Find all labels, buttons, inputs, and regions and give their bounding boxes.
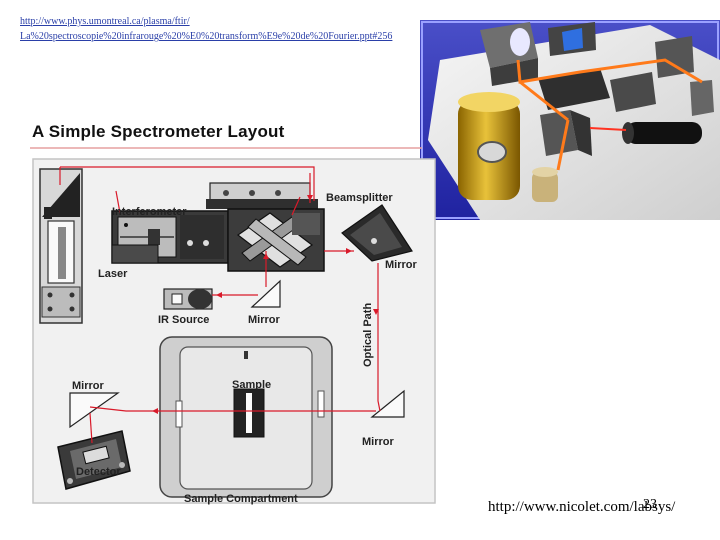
label-optical-path: Optical Path: [362, 303, 374, 367]
label-sample-compartment: Sample Compartment: [184, 493, 298, 505]
spectrometer-3d-render: [420, 20, 720, 220]
title-divider: [30, 147, 422, 149]
label-mirror-bottom: Mirror: [362, 436, 395, 448]
diagram-title: A Simple Spectrometer Layout: [32, 122, 285, 141]
ir-source: [163, 288, 213, 310]
beam-arrowheads: [152, 195, 379, 414]
middle-mirror: [250, 279, 281, 308]
source-url-line1: http://www.phys.umontreal.ca/plasma/ftir…: [20, 16, 190, 27]
label-interferometer: Interferometer: [112, 206, 187, 218]
detector: [57, 430, 131, 490]
laser-unit: [39, 168, 83, 324]
page-number: 23: [643, 497, 657, 512]
laser-aperture: [44, 207, 52, 219]
interferometer-assembly: [111, 210, 229, 264]
label-detector: Detector: [76, 466, 121, 478]
fixed-mirror-mount: [206, 182, 318, 209]
label-sample: Sample: [232, 379, 271, 391]
label-laser: Laser: [98, 268, 128, 280]
spectrometer-diagram: Interferometer Beamsplitter Laser Mirror…: [32, 158, 436, 505]
label-mirror-middle: Mirror: [248, 314, 281, 326]
sample-compartment: [159, 336, 333, 498]
footer-url[interactable]: http://www.nicolet.com/labsys/: [488, 499, 676, 515]
source-url-line2: La%20spectroscopie%20infrarouge%20%E0%20…: [20, 31, 393, 42]
source-url[interactable]: http://www.phys.umontreal.ca/plasma/ftir…: [20, 14, 392, 44]
label-beamsplitter: Beamsplitter: [326, 192, 393, 204]
label-ir-source: IR Source: [158, 314, 209, 326]
left-mirror: [69, 392, 120, 429]
label-mirror-right: Mirror: [385, 259, 418, 271]
right-mirror: [341, 204, 413, 262]
beamsplitter-block: [227, 208, 325, 272]
label-mirror-left: Mirror: [72, 380, 105, 392]
